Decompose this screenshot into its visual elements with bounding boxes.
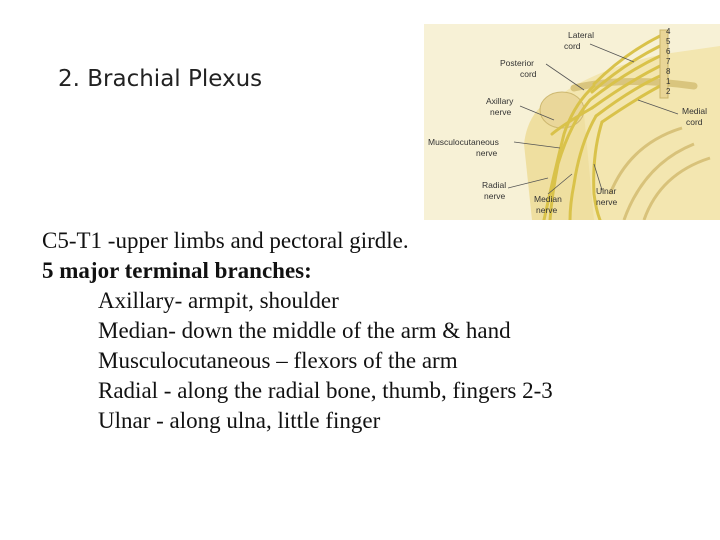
body-line-ulnar: Ulnar - along ulna, little finger bbox=[98, 408, 381, 433]
label-ulnar-nerve-2: nerve bbox=[596, 197, 618, 207]
root-number: 7 bbox=[666, 57, 671, 66]
leader-lines bbox=[507, 43, 679, 195]
slide-body: C5-T1 -upper limbs and pectoral girdle. … bbox=[42, 226, 553, 436]
diagram-svg: Lateral cord Posterior cord Axillary ner… bbox=[424, 24, 720, 220]
label-ulnar-nerve-1: Ulnar bbox=[596, 186, 616, 196]
body-line-musculocutaneous: Musculocutaneous – flexors of the arm bbox=[98, 348, 458, 373]
body-line-radial: Radial - along the radial bone, thumb, f… bbox=[98, 378, 553, 403]
root-number: 4 bbox=[666, 27, 671, 36]
label-axillary-nerve-1: Axillary bbox=[486, 96, 514, 106]
rib-3 bbox=[608, 126, 683, 195]
plexus-nerves bbox=[542, 34, 662, 220]
root-number: 6 bbox=[666, 47, 671, 56]
rib-1 bbox=[622, 142, 695, 220]
label-posterior-cord-1: Posterior bbox=[500, 58, 534, 68]
label-axillary-nerve-2: nerve bbox=[490, 107, 512, 117]
label-musculocutaneous-2: nerve bbox=[476, 148, 498, 158]
body-line-heading: 5 major terminal branches: bbox=[42, 258, 312, 283]
label-radial-nerve-1: Radial bbox=[482, 180, 506, 190]
label-posterior-cord-2: cord bbox=[520, 69, 537, 79]
vertebral-column bbox=[659, 29, 669, 99]
body-line-summary: C5-T1 -upper limbs and pectoral girdle. bbox=[42, 228, 409, 253]
label-lateral-cord-2: cord bbox=[564, 41, 581, 51]
brachial-plexus-diagram: Lateral cord Posterior cord Axillary ner… bbox=[424, 24, 720, 220]
root-number: 2 bbox=[666, 87, 671, 96]
body-line-median: Median- down the middle of the arm & han… bbox=[98, 318, 511, 343]
label-lateral-cord-1: Lateral bbox=[568, 30, 594, 40]
clavicle bbox=[570, 77, 698, 92]
label-median-nerve-2: nerve bbox=[536, 205, 558, 215]
root-number: 1 bbox=[666, 77, 671, 86]
root-number: 5 bbox=[666, 37, 671, 46]
label-musculocutaneous-1: Musculocutaneous bbox=[428, 137, 499, 147]
rib-2 bbox=[642, 156, 711, 220]
humerus-head bbox=[539, 91, 585, 129]
slide-title: 2. Brachial Plexus bbox=[58, 66, 263, 92]
label-radial-nerve-2: nerve bbox=[484, 191, 506, 201]
label-medial-cord-1: Medial bbox=[682, 106, 707, 116]
label-median-nerve-1: Median bbox=[534, 194, 562, 204]
body-line-axillary: Axillary- armpit, shoulder bbox=[98, 288, 339, 313]
label-medial-cord-2: cord bbox=[686, 117, 703, 127]
root-number: 8 bbox=[666, 67, 671, 76]
